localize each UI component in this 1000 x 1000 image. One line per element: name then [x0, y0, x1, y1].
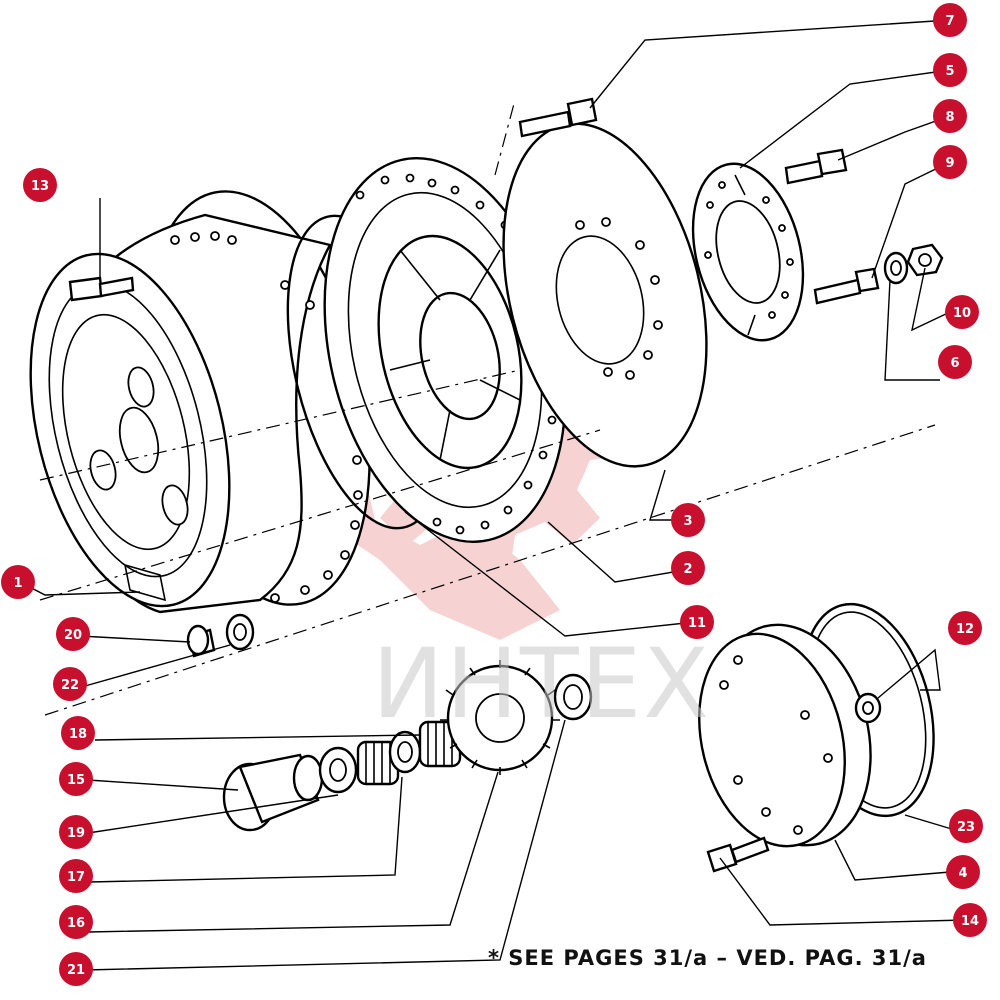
callout-label: 20 [64, 628, 82, 643]
gear-part-16 [440, 660, 560, 775]
washer-part-6 [883, 251, 909, 285]
bolt-part-7 [518, 97, 598, 138]
screw-part-14 [706, 836, 770, 873]
callout-label: 10 [953, 306, 971, 321]
callout-label: 4 [958, 866, 967, 881]
plug-part-12 [854, 692, 882, 724]
callout-label: 15 [67, 773, 85, 788]
bearing-part-18a [356, 740, 400, 786]
callout-label: 14 [961, 914, 979, 929]
callout-label: 12 [956, 622, 974, 637]
callout-4: 4 [946, 855, 980, 889]
seal-part-22 [225, 613, 255, 651]
callout-label: 7 [945, 14, 954, 29]
cover-part-4 [698, 623, 872, 848]
leader-lines [19, 19, 966, 971]
thrust-washer-part-21 [553, 673, 593, 721]
callout-label: 1 [13, 576, 22, 591]
callout-label: 19 [67, 826, 85, 841]
callout-label: 5 [945, 64, 954, 79]
callout-17: 17 [59, 859, 93, 893]
callout-label: 22 [61, 678, 79, 693]
callout-label: 11 [688, 616, 706, 631]
callout-14: 14 [953, 903, 987, 937]
callout-6: 6 [938, 345, 972, 379]
callout-19: 19 [59, 815, 93, 849]
callout-label: 8 [945, 110, 954, 125]
callout-13: 13 [23, 168, 57, 202]
callout-label: 6 [950, 356, 959, 371]
nut-part-10 [906, 243, 944, 277]
spacer-part-19 [318, 746, 358, 794]
hub-housing-part-1 [29, 190, 371, 614]
callout-21: 21 [59, 952, 93, 986]
callout-22: 22 [53, 667, 87, 701]
callout-label: 13 [31, 179, 49, 194]
bolt-part-8 [784, 148, 848, 185]
callout-9: 9 [933, 145, 967, 179]
callout-2: 2 [671, 551, 705, 585]
callout-16: 16 [59, 905, 93, 939]
see-pages-footnote: * SEE PAGES 31/a – VED. PAG. 31/a [488, 946, 927, 970]
callout-5: 5 [933, 53, 967, 87]
bolt-part-13 [68, 276, 135, 302]
bolt-part-9 [813, 267, 880, 305]
callout-label: 9 [945, 156, 954, 171]
callout-18: 18 [61, 716, 95, 750]
callout-20: 20 [56, 617, 90, 651]
plug-part-20 [186, 624, 216, 658]
callout-label: 2 [683, 562, 692, 577]
callout-label: 16 [67, 916, 85, 931]
axis-lines [39, 99, 936, 716]
plate-part-5 [691, 162, 805, 342]
callout-label: 21 [67, 963, 85, 978]
callout-12: 12 [948, 611, 982, 645]
callout-label: 17 [67, 870, 85, 885]
callout-label: 3 [683, 514, 692, 529]
callout-8: 8 [933, 99, 967, 133]
spacer-ring-part-17 [388, 730, 422, 774]
callout-1: 1 [1, 565, 35, 599]
callout-3: 3 [671, 503, 705, 537]
callout-10: 10 [945, 295, 979, 329]
callout-23: 23 [949, 809, 983, 843]
callout-11: 11 [680, 605, 714, 639]
callout-7: 7 [933, 3, 967, 37]
callout-label: 18 [69, 727, 87, 742]
shaft-part-15 [222, 753, 324, 832]
callout-label: 23 [957, 820, 975, 835]
watermark-text: ИНТЕХ [372, 628, 712, 740]
callout-15: 15 [59, 762, 93, 796]
